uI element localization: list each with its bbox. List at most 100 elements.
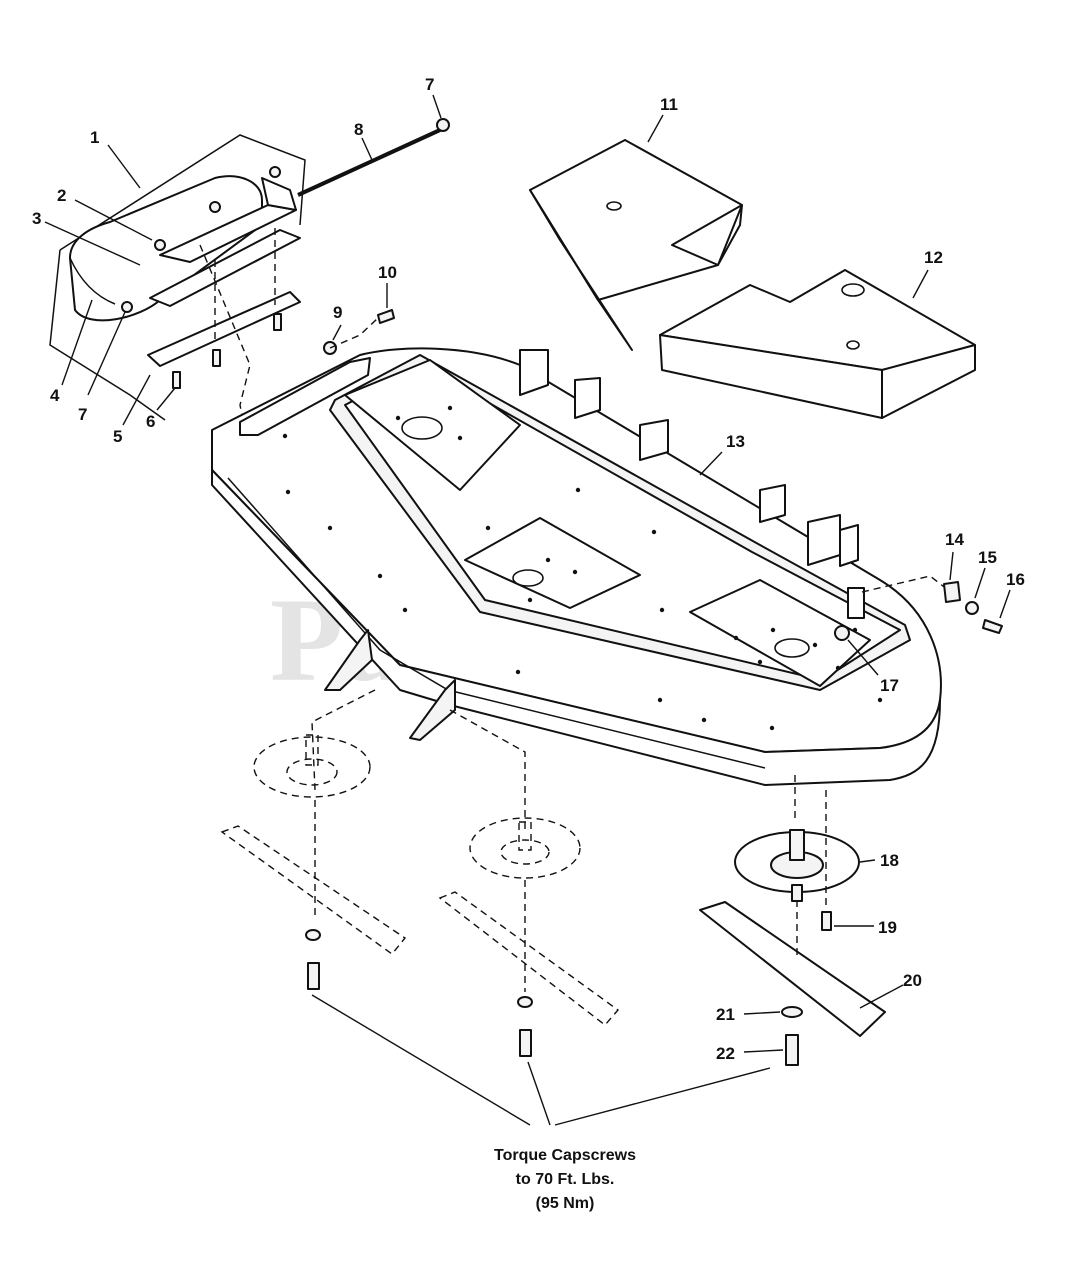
spindle-left-disc: [253, 736, 371, 798]
bolt-16: [982, 619, 1003, 634]
washer-left: [305, 929, 321, 941]
spindle-left: [253, 689, 376, 798]
spindle-right: [734, 775, 860, 931]
plate-right: [689, 579, 871, 687]
callout-22: 22: [716, 1044, 735, 1063]
callout-10: 10: [378, 263, 397, 282]
callout-5: 5: [113, 427, 122, 446]
washer-middle: [517, 996, 533, 1008]
nut-14: [943, 581, 961, 603]
roller-curve: [69, 257, 116, 305]
screw-a: [212, 349, 221, 367]
spindle-middle-disc: [469, 817, 581, 879]
rod-nut: [436, 118, 450, 132]
screw-19: [821, 911, 832, 931]
callouts: 1 2 3 4 5 6 7 7 8 9 10 11 12 13 14 15 16: [32, 75, 1025, 1063]
spindle-hole-right: [774, 638, 810, 658]
blade-left: [220, 800, 407, 990]
callout-17: 17: [880, 676, 899, 695]
spindle-hole-middle: [512, 569, 544, 587]
rod-assembly: [297, 118, 450, 197]
cover-12-hole-a: [841, 283, 865, 297]
nut-17: [834, 625, 850, 641]
callout-13: 13: [726, 432, 745, 451]
nut-2: [154, 239, 166, 251]
cover-11-hole: [606, 201, 622, 211]
side-hardware-line: [861, 575, 949, 593]
spindle-middle: [449, 709, 581, 879]
rail-end: [261, 177, 297, 211]
plate-middle: [464, 517, 641, 609]
washer-15: [965, 601, 979, 615]
blade-middle: [438, 880, 620, 1057]
callout-3: 3: [32, 209, 41, 228]
cover-11-side: [529, 189, 633, 351]
bracket-f: [839, 524, 859, 567]
deck-hardware: [323, 309, 395, 355]
callout-4: 4: [50, 386, 60, 405]
spindle-middle-shaft: [518, 821, 532, 851]
callout-6: 6: [146, 412, 155, 431]
spindle-middle-line: [449, 709, 526, 830]
blade-right-shape: [699, 901, 886, 1037]
spindle-left-shaft: [305, 734, 319, 766]
torque-note-line3: (95 Nm): [536, 1195, 595, 1212]
washer-21: [781, 1006, 803, 1018]
capscrew-middle: [519, 1029, 532, 1057]
hanger-left: [324, 629, 373, 691]
bracket-c: [639, 419, 669, 461]
side-hardware: [861, 575, 1003, 634]
bracket-e: [807, 514, 841, 566]
bracket-a: [519, 349, 549, 396]
nut-7a: [121, 301, 133, 313]
screw-b: [273, 313, 282, 331]
callout-21: 21: [716, 1005, 735, 1024]
cover-12-hole-b: [846, 340, 860, 350]
belt-cover-right: [659, 269, 976, 419]
callout-16: 16: [1006, 570, 1025, 589]
callout-1: 1: [90, 128, 99, 147]
callout-2: 2: [57, 186, 66, 205]
spindle-middle-hub: [500, 839, 550, 865]
cover-12-side: [881, 344, 976, 419]
spindle-left-hub: [286, 758, 338, 786]
hanger-right: [409, 679, 456, 741]
callout-18: 18: [880, 851, 899, 870]
cover-11-edge: [717, 204, 743, 266]
bolt-line: [329, 317, 379, 349]
callout-8: 8: [354, 120, 363, 139]
callout-19: 19: [878, 918, 897, 937]
bottom-clip: [147, 291, 301, 367]
callout-15: 15: [978, 548, 997, 567]
belt-cover-left: [529, 139, 743, 351]
callout-7b: 7: [78, 405, 87, 424]
torque-note: Torque Capscrews to 70 Ft. Lbs. (95 Nm): [494, 1147, 636, 1212]
bracket-d: [759, 484, 786, 523]
screw-6: [172, 371, 181, 389]
bolt-10: [377, 309, 395, 324]
lower-rail: [149, 229, 301, 307]
blade-right: [699, 900, 886, 1066]
blade-middle-shape: [438, 891, 620, 1026]
callout-14: 14: [945, 530, 964, 549]
spindle-hole-top: [401, 416, 443, 440]
deck-skirt-lip: [227, 477, 766, 769]
callout-11: 11: [660, 95, 678, 114]
capscrew-left: [307, 962, 320, 990]
torque-leaders: [311, 994, 771, 1126]
nut-a: [209, 201, 221, 213]
callout-9: 9: [333, 303, 342, 322]
bracket-b: [574, 377, 601, 419]
blade-left-shape: [220, 825, 407, 955]
mower-deck: [211, 347, 942, 786]
rod: [297, 128, 441, 197]
spindle-right-shaft: [789, 829, 805, 861]
cover-11-top: [529, 139, 743, 301]
callout-20: 20: [903, 971, 922, 990]
callout-7a: 7: [425, 75, 434, 94]
capscrew-22: [785, 1034, 799, 1066]
spindle-right-bottom: [791, 884, 803, 902]
callout-12: 12: [924, 248, 943, 267]
torque-note-line2: to 70 Ft. Lbs.: [516, 1171, 615, 1188]
